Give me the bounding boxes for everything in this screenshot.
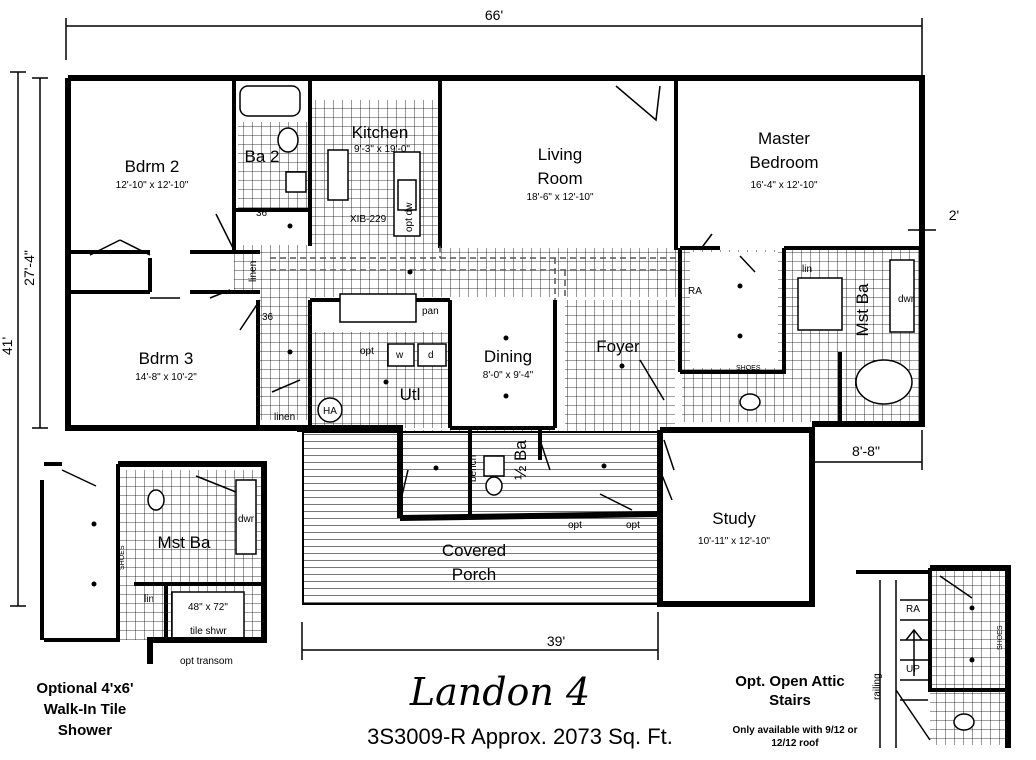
room-opt-mst-ba: Mst Ba [158, 533, 211, 552]
room-bdrm2: Bdrm 2 [125, 157, 180, 176]
dim-study-offset: 8'-8" [852, 443, 880, 459]
toilet-ba2 [277, 127, 299, 153]
room-floors [42, 80, 930, 745]
room-dining: Dining [484, 347, 532, 366]
size-bdrm2: 12'-10" x 12'-10" [116, 180, 189, 191]
label-opt-dw: opt dw [404, 202, 415, 232]
ceiling-lights [91, 223, 975, 663]
doors [89, 85, 756, 511]
water-heater [317, 397, 343, 423]
label-36-b: 36 [262, 312, 274, 323]
half-bath-sink [483, 455, 505, 477]
label-opt-foyer-1: opt [568, 520, 582, 531]
room-foyer: Foyer [596, 337, 640, 356]
label-opt-utl: opt [360, 346, 374, 357]
opt-vanity [235, 479, 257, 555]
label-dwr-opt: dwr [238, 514, 255, 525]
label-shower-size: 48" x 72" [188, 602, 228, 613]
dim-overall-width: 66' [485, 7, 503, 23]
dim-offset-right: 2' [949, 207, 959, 223]
room-ba2: Ba 2 [245, 147, 280, 166]
label-up: UP [906, 664, 920, 675]
opt-tile-shower [171, 591, 245, 641]
room-study: Study [712, 509, 756, 528]
size-study: 10'-11" x 12'-10" [698, 536, 770, 547]
room-porch-line2: Porch [452, 565, 496, 584]
label-pan: pan [422, 306, 439, 317]
pantry-cabinet [339, 293, 417, 323]
label-linen-lower: linen [274, 412, 295, 423]
room-kitchen: Kitchen [352, 123, 409, 142]
mst-toilet [739, 393, 761, 411]
washer [387, 343, 415, 367]
size-bdrm3: 14'-8" x 10'-2" [135, 372, 197, 383]
dim-main-depth: 27'-4" [21, 250, 37, 286]
label-ra-attic: RA [906, 604, 920, 615]
label-linen-upper: linen [248, 261, 259, 282]
label-dwr: dwr [898, 294, 915, 305]
label-ra-master: RA [688, 286, 702, 297]
attic-toilet [953, 713, 975, 731]
tile-floors [120, 100, 1006, 745]
room-half-ba: ½ Ba [511, 440, 530, 480]
mst-tub [855, 359, 913, 405]
plan-subtitle: 3S3009-R Approx. 2073 Sq. Ft. [367, 724, 673, 749]
size-dining: 8'-0" x 9'-4" [483, 370, 534, 381]
label-lin-opt: lin [144, 594, 154, 605]
label-lin-master: lin [802, 264, 812, 275]
bathtub-ba2 [239, 85, 301, 117]
size-master: 16'-4" x 12'-10" [750, 180, 818, 191]
dryer [417, 343, 447, 367]
room-living-line1: Living [538, 145, 582, 164]
label-opt-foyer-2: opt [626, 520, 640, 531]
dimension-lines [10, 18, 936, 660]
opt-shower-caption: Optional 4'x6' Walk-In Tile Shower [36, 680, 134, 739]
mst-shower [797, 277, 843, 331]
attic-stairs-inset [856, 565, 1011, 748]
size-kitchen: 9'-3" x 19'-0" [354, 144, 410, 155]
room-porch-line1: Covered [442, 541, 506, 560]
label-dryer: d [428, 350, 434, 361]
plan-title: Landon 4 [409, 670, 591, 714]
range [327, 149, 349, 201]
label-washer: w [395, 350, 404, 361]
label-shoes-attic: SHOES [997, 625, 1004, 650]
label-shoes-master: SHOES [736, 365, 761, 372]
dim-overall-depth: 41' [0, 337, 15, 355]
label-xib: XIB-229 [350, 214, 387, 225]
kitchen-sink [397, 179, 417, 211]
room-living-line2: Room [537, 169, 582, 188]
opt-toilet [147, 489, 165, 511]
room-master-line2: Bedroom [750, 153, 819, 172]
size-living: 18'-6" x 12'-10" [526, 192, 594, 203]
opt-stairs-note: Only available with 9/12 or 12/12 roof [732, 725, 858, 749]
opt-stairs-caption: Opt. Open Attic Stairs [735, 673, 845, 709]
room-bdrm3: Bdrm 3 [139, 349, 194, 368]
room-utl: Utl [400, 385, 421, 404]
dim-porch-width: 39' [547, 633, 565, 649]
label-36-a: 36 [256, 208, 268, 219]
opt-shower-inset [40, 461, 267, 664]
label-shoes-opt: SHOES [119, 545, 126, 570]
label-railing: railing [872, 673, 883, 700]
mst-vanity [889, 259, 915, 333]
label-bench: bench [468, 455, 479, 482]
label-ha: HA [323, 406, 337, 417]
fixtures [147, 85, 975, 731]
room-mst-ba: Mst Ba [853, 283, 872, 336]
interior-walls [68, 80, 922, 514]
sink-ba2 [285, 171, 307, 193]
label-tile-shwr: tile shwr [190, 626, 227, 637]
half-bath-toilet [485, 476, 503, 496]
room-master-line1: Master [758, 129, 810, 148]
label-opt-transom: opt transom [180, 656, 233, 667]
open-lines [270, 246, 676, 300]
